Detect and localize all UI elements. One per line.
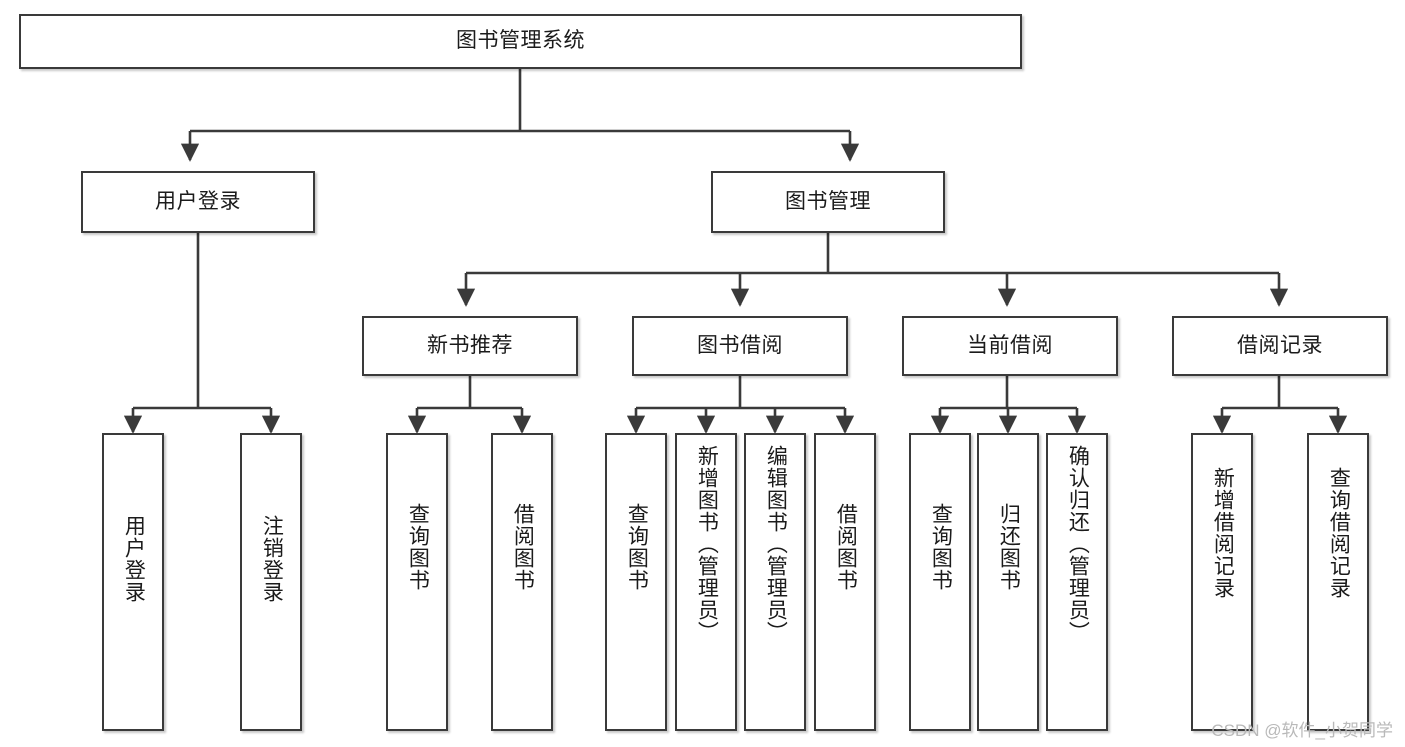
node-leaf-return-book-label: 归还图书 <box>997 503 1021 591</box>
node-book-borrow-label: 图书借阅 <box>697 333 783 357</box>
node-leaf-query-book-1[interactable]: 查询图书 <box>386 433 448 731</box>
node-borrow-record[interactable]: 借阅记录 <box>1172 316 1388 376</box>
node-leaf-add-book-label: 新增图书（管理员） <box>695 445 719 643</box>
node-current-borrow[interactable]: 当前借阅 <box>902 316 1118 376</box>
node-borrow-record-label: 借阅记录 <box>1237 333 1323 357</box>
node-user-login-label: 用户登录 <box>155 189 241 213</box>
node-leaf-query-record[interactable]: 查询借阅记录 <box>1307 433 1369 731</box>
node-leaf-edit-book[interactable]: 编辑图书（管理员） <box>744 433 806 731</box>
node-current-borrow-label: 当前借阅 <box>967 333 1053 357</box>
node-leaf-return-book[interactable]: 归还图书 <box>977 433 1039 731</box>
node-leaf-query-book-2-label: 查询图书 <box>625 503 649 591</box>
node-leaf-confirm-return-label: 确认归还（管理员） <box>1066 445 1090 643</box>
node-root-label: 图书管理系统 <box>456 29 585 53</box>
node-leaf-user-login-label: 用户登录 <box>122 515 146 603</box>
node-new-book-recommend-label: 新书推荐 <box>427 333 513 357</box>
node-leaf-user-login[interactable]: 用户登录 <box>102 433 164 731</box>
node-leaf-confirm-return[interactable]: 确认归还（管理员） <box>1046 433 1108 731</box>
node-leaf-borrow-book-1-label: 借阅图书 <box>511 503 535 591</box>
node-leaf-add-book[interactable]: 新增图书（管理员） <box>675 433 737 731</box>
node-new-book-recommend[interactable]: 新书推荐 <box>362 316 578 376</box>
node-leaf-logout-label: 注销登录 <box>260 515 284 603</box>
node-leaf-borrow-book-2-label: 借阅图书 <box>834 503 858 591</box>
node-leaf-add-record[interactable]: 新增借阅记录 <box>1191 433 1253 731</box>
node-root[interactable]: 图书管理系统 <box>19 14 1022 69</box>
node-leaf-add-record-label: 新增借阅记录 <box>1211 467 1235 599</box>
node-leaf-query-book-3[interactable]: 查询图书 <box>909 433 971 731</box>
node-leaf-query-book-1-label: 查询图书 <box>406 503 430 591</box>
node-leaf-query-book-2[interactable]: 查询图书 <box>605 433 667 731</box>
node-leaf-query-record-label: 查询借阅记录 <box>1327 467 1351 599</box>
node-leaf-query-book-3-label: 查询图书 <box>929 503 953 591</box>
node-book-borrow[interactable]: 图书借阅 <box>632 316 848 376</box>
node-book-manage-label: 图书管理 <box>785 189 871 213</box>
node-user-login[interactable]: 用户登录 <box>81 171 315 233</box>
csdn-watermark: CSDN @软件_小贺同学 <box>1211 721 1393 740</box>
node-leaf-borrow-book-2[interactable]: 借阅图书 <box>814 433 876 731</box>
node-leaf-logout[interactable]: 注销登录 <box>240 433 302 731</box>
node-leaf-borrow-book-1[interactable]: 借阅图书 <box>491 433 553 731</box>
node-book-manage[interactable]: 图书管理 <box>711 171 945 233</box>
node-leaf-edit-book-label: 编辑图书（管理员） <box>764 445 788 643</box>
